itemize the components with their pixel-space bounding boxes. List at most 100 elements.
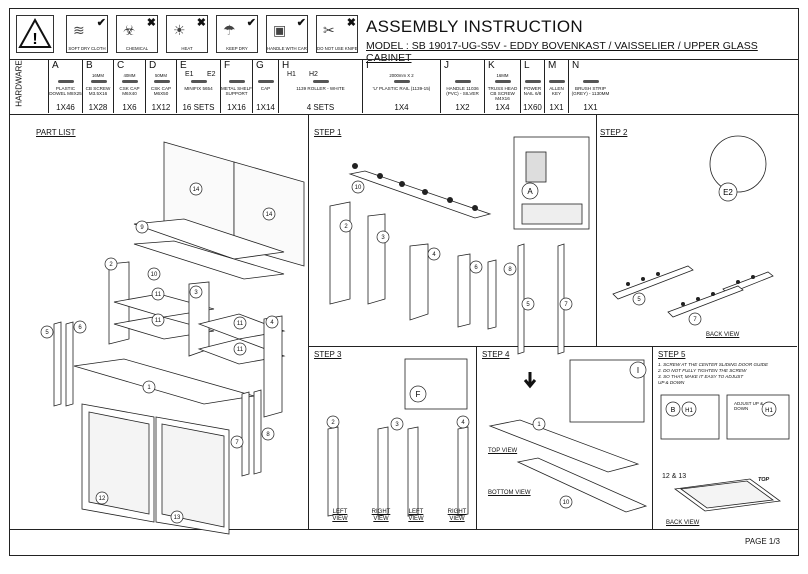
- svg-text:H1: H1: [685, 408, 693, 414]
- hardware-part-icon: [525, 80, 541, 83]
- care-mark: ✖: [196, 17, 206, 29]
- hardware-desc: BRUSH STRIP (GREY) - 1130MM: [571, 86, 610, 96]
- part-number: 11: [237, 321, 244, 327]
- svg-text:E2: E2: [723, 188, 733, 197]
- svg-text:B: B: [671, 407, 676, 414]
- svg-text:10: 10: [563, 500, 570, 506]
- hardware-letter: D: [149, 60, 157, 71]
- svg-text:F: F: [416, 390, 421, 399]
- hardware-part-icon: [495, 80, 511, 83]
- hardware-letter: K: [488, 60, 495, 71]
- svg-text:1: 1: [537, 422, 541, 428]
- sun-heat-icon: ☀: [173, 22, 186, 38]
- hardware-desc: HANDLE 11036 (PVC) - SILVER: [446, 86, 479, 96]
- step5-diagram: B H1 H1: [660, 394, 790, 512]
- part-number: 7: [235, 440, 239, 446]
- part-number: 12: [99, 496, 106, 502]
- care-mark: ✖: [346, 17, 356, 29]
- step1-title: STEP 1: [314, 128, 342, 137]
- hardware-part-icon: [122, 80, 138, 83]
- part-number: 2: [109, 262, 113, 268]
- svg-text:5: 5: [637, 297, 641, 303]
- hardware-sub-label: E2: [207, 71, 216, 78]
- care-label-text: KEEP DRY: [226, 46, 248, 51]
- hardware-letter: J: [444, 60, 449, 71]
- part-number: 14: [193, 187, 200, 193]
- hardware-qty: 1X60: [523, 103, 542, 112]
- hardware-qty: 1X4: [495, 103, 510, 112]
- hardware-desc: POWER NAIL 6/8: [523, 86, 542, 96]
- hardware-qty: 4 SETS: [306, 103, 335, 112]
- part-number: 11: [237, 347, 244, 353]
- part-number: 14: [266, 212, 273, 218]
- instruction-sheet: ! ≋✔SOFT DRY CLOTH☣✖CHEMICAL☀✖HEAT☂✔KEEP…: [9, 8, 799, 556]
- svg-text:8: 8: [508, 267, 512, 273]
- hardware-part-icon: [583, 80, 599, 83]
- hardware-part-icon: [394, 80, 410, 83]
- hardware-qty: 1X14: [256, 103, 275, 112]
- part-number: 8: [266, 432, 270, 438]
- hardware-letter: L: [524, 60, 530, 71]
- care-label-text: DO NOT USE KNIFE: [317, 46, 357, 51]
- step5-notes: 1. SCREW AT THE CENTER SLIDING DOOR GUID…: [658, 362, 769, 385]
- part-number: 13: [174, 515, 181, 521]
- step3-left-view-2: LEFT VIEW: [408, 509, 424, 522]
- hardware-qty: 1X28: [88, 103, 108, 112]
- step4-bottom-view: BOTTOM VIEW: [488, 490, 531, 496]
- step2-diagram: 57 E2: [612, 135, 774, 326]
- warning-icon: !: [16, 15, 54, 53]
- hardware-desc: CSK CAP M6X40: [119, 86, 140, 96]
- hardware-qty: 1X1: [549, 103, 564, 112]
- care-label-1: ☣✖CHEMICAL: [116, 15, 158, 53]
- step2-back-view-label: BACK VIEW: [706, 332, 740, 338]
- care-label-text: HEAT: [181, 46, 193, 51]
- hardware-qty: 1X6: [122, 103, 137, 112]
- part-number: 6: [78, 325, 82, 331]
- care-label-4: ▣✔HANDLE WITH CARE: [266, 15, 308, 53]
- step3-title: STEP 3: [314, 350, 342, 359]
- hardware-qty: 16 SETS: [182, 103, 215, 112]
- hardware-size: 2000mm X 2: [389, 73, 414, 78]
- svg-text:10: 10: [355, 185, 362, 191]
- step2-title: STEP 2: [600, 128, 628, 137]
- part-number: 4: [270, 320, 274, 326]
- step3-left-view-1: LEFT VIEW: [332, 509, 348, 522]
- svg-text:H1: H1: [765, 408, 773, 414]
- care-label-5: ✂ ✖ DO NOT USE KNIFE: [316, 15, 358, 53]
- hardware-l: L POWER NAIL 6/8 1X60: [520, 59, 544, 113]
- hardware-qty: 1X1: [583, 103, 598, 112]
- hardware-desc: 'U' PLASTIC RAIL (1139-15): [372, 86, 431, 91]
- hardware-part-icon: [153, 80, 170, 83]
- hardware-letter: F: [224, 60, 231, 71]
- hardware-letter: N: [572, 60, 580, 71]
- knife-icon: ✂: [323, 22, 335, 38]
- umbrella-icon: ☂: [223, 22, 236, 38]
- hardware-size: 50MM: [155, 73, 167, 78]
- care-mark: ✖: [146, 17, 156, 29]
- hardware-size: 16MM: [92, 73, 104, 78]
- svg-text:5: 5: [526, 302, 530, 308]
- part-number: 9: [140, 225, 144, 231]
- svg-text:!: !: [32, 31, 37, 48]
- step4-diagram: 110 I: [488, 359, 648, 513]
- hardware-letter: A: [52, 60, 59, 71]
- care-label-0: ≋✔SOFT DRY CLOTH: [66, 15, 108, 53]
- hardware-sub-label: E1: [185, 71, 194, 78]
- part-number: 10: [151, 272, 158, 278]
- hardware-letter: I: [366, 60, 369, 71]
- hardware-letter: H: [282, 60, 290, 71]
- care-label-2: ☀ ✖ HEAT: [166, 15, 208, 53]
- part-list-title: PART LIST: [36, 128, 76, 137]
- hardware-sub-label: H1: [287, 71, 296, 78]
